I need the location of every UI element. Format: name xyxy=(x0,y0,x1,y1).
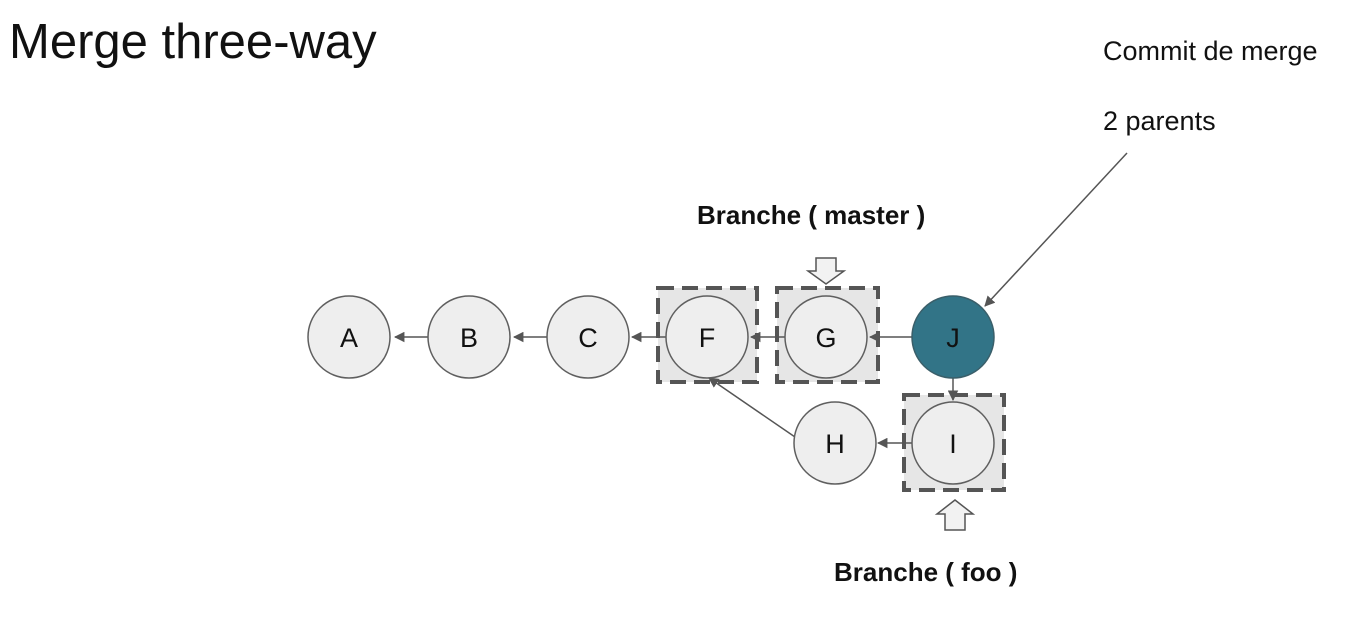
commit-f: F xyxy=(665,295,749,379)
branch-foo-label: Branche ( foo ) xyxy=(834,557,1018,587)
commit-i-label: I xyxy=(949,429,957,459)
slide-title: Merge three-way xyxy=(9,15,377,69)
edge-h-f xyxy=(708,377,796,438)
commit-h: H xyxy=(793,401,877,485)
commit-c: C xyxy=(546,295,630,379)
merge-commit-note: Commit de merge xyxy=(1103,36,1318,66)
commit-h-label: H xyxy=(825,429,845,459)
branch-master-label: Branche ( master ) xyxy=(697,200,926,230)
parents-note: 2 parents xyxy=(1103,106,1216,136)
commit-a: A xyxy=(307,295,391,379)
commit-i: I xyxy=(911,401,995,485)
foo-pointer-arrow xyxy=(934,499,976,531)
commit-b: B xyxy=(427,295,511,379)
commit-j-merge: J xyxy=(911,295,995,379)
commit-g: G xyxy=(784,295,868,379)
commit-f-label: F xyxy=(699,323,716,353)
master-pointer-arrow xyxy=(805,257,847,285)
commit-c-label: C xyxy=(578,323,598,353)
commit-j-label: J xyxy=(946,323,960,353)
merge-pointer-arrow xyxy=(984,152,1128,307)
commit-b-label: B xyxy=(460,323,478,353)
commit-g-label: G xyxy=(815,323,836,353)
commit-a-label: A xyxy=(340,323,358,353)
